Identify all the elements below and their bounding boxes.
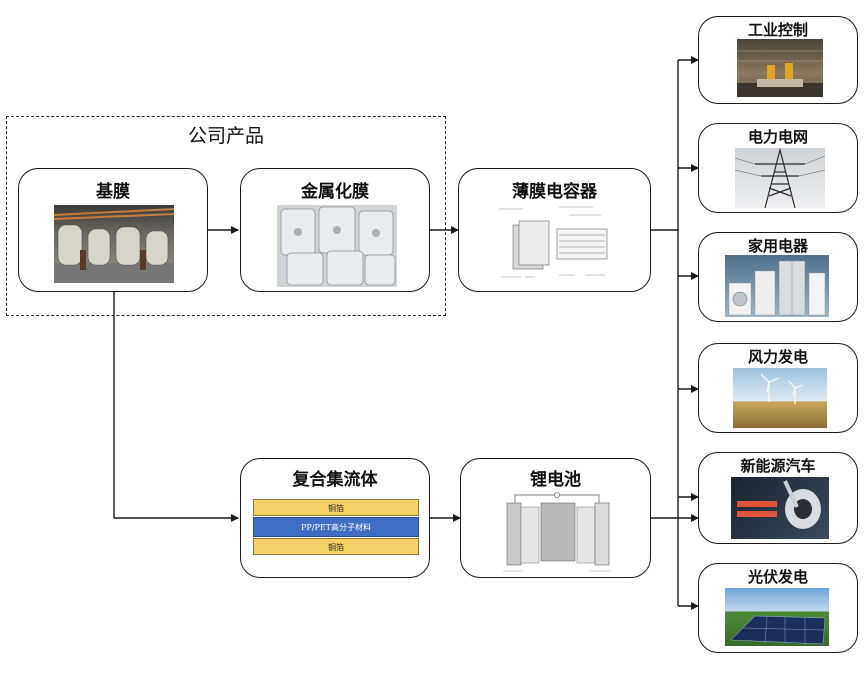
capacitor-structure-image bbox=[495, 203, 617, 287]
node-base-film: 基膜 bbox=[18, 168, 208, 292]
power-tower-icon bbox=[735, 148, 825, 208]
app-power-grid: 电力电网 bbox=[698, 123, 858, 213]
node-film-capacitor: 薄膜电容器 bbox=[458, 168, 651, 292]
app-title: 光伏发电 bbox=[747, 568, 808, 586]
app-title: 风力发电 bbox=[747, 348, 808, 366]
app-title: 家用电器 bbox=[747, 237, 808, 255]
copper-foil-layer-bottom: 铜箔 bbox=[253, 538, 419, 555]
app-title: 新能源汽车 bbox=[740, 457, 816, 475]
collector-layer-stack: 铜箔 PP/PET高分子材料 铜箔 bbox=[253, 499, 419, 559]
wind-turbine-icon bbox=[733, 368, 827, 428]
app-title: 工业控制 bbox=[747, 21, 808, 39]
app-home-appliances: 家用电器 bbox=[698, 232, 858, 322]
metallized-film-rolls-image bbox=[277, 205, 397, 287]
app-new-energy-vehicle: 新能源汽车 bbox=[698, 452, 858, 544]
solar-panel-icon bbox=[725, 588, 829, 646]
ev-charging-icon bbox=[731, 477, 829, 539]
group-title: 公司产品 bbox=[187, 125, 264, 147]
base-film-machine-image bbox=[54, 205, 174, 283]
node-metallized-film: 金属化膜 bbox=[240, 168, 430, 292]
node-title: 薄膜电容器 bbox=[512, 182, 597, 202]
copper-foil-layer-top: 铜箔 bbox=[253, 499, 419, 516]
home-appliances-icon bbox=[725, 255, 829, 317]
battery-cell-diagram-image bbox=[499, 491, 617, 575]
node-title: 基膜 bbox=[96, 182, 130, 202]
node-title: 金属化膜 bbox=[301, 182, 369, 202]
app-industrial-control: 工业控制 bbox=[698, 16, 858, 104]
app-wind-power: 风力发电 bbox=[698, 343, 858, 433]
factory-robot-icon bbox=[737, 39, 823, 97]
app-photovoltaic: 光伏发电 bbox=[698, 563, 858, 653]
node-lithium-battery: 锂电池 bbox=[460, 458, 651, 578]
polymer-layer: PP/PET高分子材料 bbox=[253, 517, 419, 537]
node-title: 锂电池 bbox=[530, 470, 581, 490]
node-composite-collector: 复合集流体 铜箔 PP/PET高分子材料 铜箔 bbox=[240, 458, 430, 578]
app-title: 电力电网 bbox=[747, 128, 808, 146]
node-title: 复合集流体 bbox=[292, 470, 378, 490]
arrow-base-to-collector bbox=[113, 292, 239, 522]
company-products-group: 公司产品 bbox=[6, 116, 446, 316]
